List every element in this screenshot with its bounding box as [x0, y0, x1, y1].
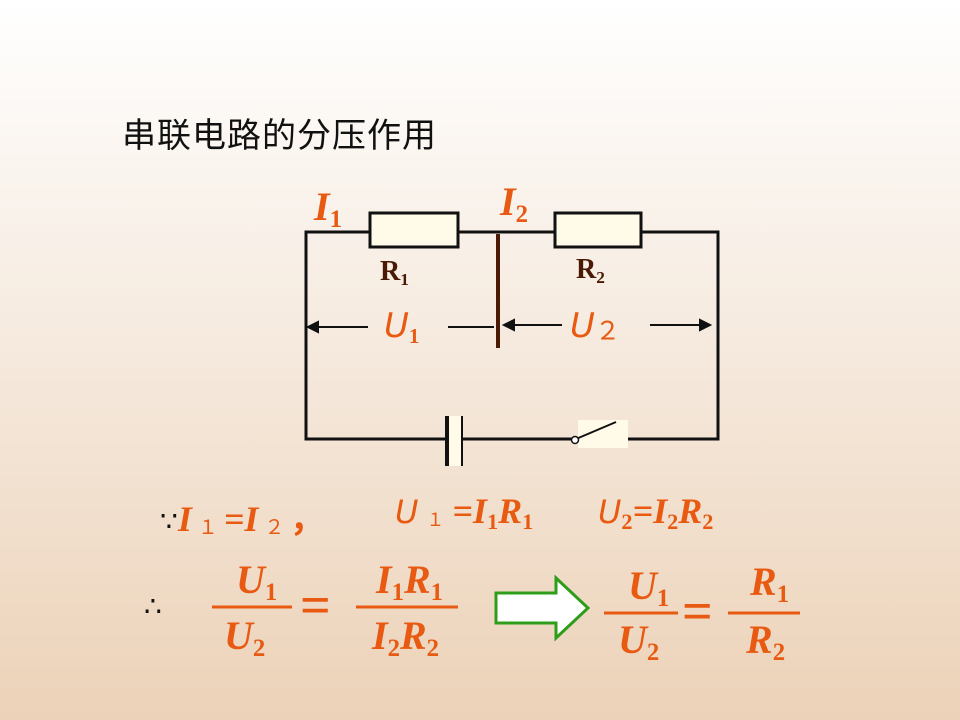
- frac4-numerator: R1: [750, 559, 790, 608]
- frac3-numerator: U1: [628, 563, 670, 612]
- voltage-u2-label: U２: [570, 306, 621, 347]
- battery-gap: [447, 416, 463, 466]
- frac1-denominator: U2: [224, 613, 266, 662]
- equals-sign-2: =: [682, 581, 713, 641]
- switch-lever: [575, 421, 617, 440]
- frac2-numerator: I1R1: [376, 557, 444, 606]
- wire-right: [628, 230, 720, 441]
- therefore-symbol: ∴: [144, 590, 162, 623]
- current-i1-label: I1: [314, 184, 342, 233]
- current-i2-label: I2: [500, 179, 528, 228]
- frac4-denominator: R2: [746, 617, 786, 666]
- u2-right-arrow: [650, 318, 713, 332]
- u2-left-arrow: [501, 318, 562, 332]
- resistor-r2: [553, 211, 643, 249]
- page-title: 串联电路的分压作用: [122, 116, 437, 156]
- implies-arrow: [494, 574, 591, 642]
- resistor-r1-label: R1: [380, 256, 409, 289]
- voltage-u1-label: U1: [384, 306, 420, 348]
- switch-pivot: [570, 435, 580, 445]
- frac1-numerator: U1: [236, 557, 278, 606]
- u1-left-arrow: [305, 320, 368, 334]
- wire-left-top: [304, 230, 446, 441]
- resistor-r2-label: R2: [576, 254, 605, 287]
- equals-sign-1: =: [300, 575, 331, 635]
- equation-u2: U2=I2R2: [598, 491, 714, 535]
- frac2-denominator: I2R2: [372, 613, 440, 662]
- because-symbol: ∵: [160, 505, 178, 538]
- resistor-r1: [368, 211, 460, 249]
- frac3-denominator: U2: [618, 617, 660, 666]
